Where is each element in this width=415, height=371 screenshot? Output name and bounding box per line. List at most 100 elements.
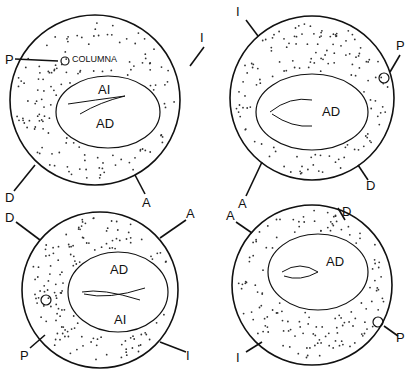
stipple-dot xyxy=(377,61,379,63)
stipple-dot xyxy=(153,48,155,50)
stipple-dot xyxy=(366,61,368,63)
stipple-dot xyxy=(322,58,324,60)
stipple-dot xyxy=(299,326,301,328)
stipple-dot xyxy=(298,226,300,228)
stipple-dot xyxy=(38,113,40,115)
stipple-dot xyxy=(109,247,111,249)
stipple-dot xyxy=(345,54,347,56)
stipple-dot xyxy=(102,162,104,164)
stipple-dot xyxy=(307,323,309,325)
stipple-dot xyxy=(41,98,43,100)
stipple-dot xyxy=(272,76,274,78)
stipple-dot xyxy=(283,38,285,40)
stipple-dot xyxy=(130,337,132,339)
stipple-dot xyxy=(360,47,362,49)
stipple-dot xyxy=(354,39,356,41)
stipple-dot xyxy=(59,274,61,276)
stipple-dot xyxy=(100,336,102,338)
stipple-dot xyxy=(347,30,349,32)
stipple-dot xyxy=(304,23,306,25)
stipple-dot xyxy=(288,42,290,44)
stipple-dot xyxy=(81,219,83,221)
stipple-dot xyxy=(142,148,144,150)
stipple-dot xyxy=(364,321,366,323)
stipple-dot xyxy=(364,333,366,335)
stipple-dot xyxy=(238,91,240,93)
stipple-dot xyxy=(138,345,140,347)
stipple-dot xyxy=(301,33,303,35)
stipple-dot xyxy=(38,297,40,299)
stipple-dot xyxy=(112,25,114,27)
stipple-dot xyxy=(72,245,74,247)
stipple-dot xyxy=(62,282,64,284)
stipple-dot xyxy=(262,269,264,271)
orientation-label: AI xyxy=(114,312,126,327)
stipple-dot xyxy=(38,266,40,268)
stipple-dot xyxy=(308,316,310,318)
stipple-dot xyxy=(67,41,69,43)
stipple-dot xyxy=(64,336,66,338)
stipple-dot xyxy=(256,84,258,86)
stipple-dot xyxy=(378,289,380,291)
stipple-dot xyxy=(128,232,130,234)
stipple-dot xyxy=(249,257,251,259)
orientation-label: A xyxy=(142,195,151,210)
stipple-dot xyxy=(374,280,376,282)
stipple-dot xyxy=(260,305,262,307)
stipple-dot xyxy=(365,308,367,310)
stipple-dot xyxy=(134,43,136,45)
stipple-dot xyxy=(254,141,256,143)
stipple-dot xyxy=(160,135,162,137)
stipple-dot xyxy=(367,80,369,82)
stipple-dot xyxy=(51,72,53,74)
stipple-dot xyxy=(310,61,312,63)
stipple-dot xyxy=(296,36,298,38)
stipple-dot xyxy=(349,234,351,236)
stipple-dot xyxy=(261,292,263,294)
stipple-dot xyxy=(350,311,352,313)
stipple-dot xyxy=(97,157,99,159)
stipple-dot xyxy=(101,246,103,248)
orientation-label: P xyxy=(20,348,29,363)
orientation-label: AD xyxy=(96,116,114,131)
stipple-dot xyxy=(144,150,146,152)
stipple-dot xyxy=(84,160,86,162)
stipple-dot xyxy=(164,103,166,105)
stipple-dot xyxy=(121,344,123,346)
stipple-dot xyxy=(282,345,284,347)
stipple-dot xyxy=(27,100,29,102)
stipple-dot xyxy=(49,117,51,119)
stipple-dot xyxy=(165,261,167,263)
stipple-dot xyxy=(43,90,45,92)
stipple-dot xyxy=(142,62,144,64)
stipple-dot xyxy=(365,135,367,137)
stipple-dot xyxy=(259,79,261,81)
stipple-dot xyxy=(35,298,37,300)
stipple-dot xyxy=(257,68,259,70)
stipple-dot xyxy=(22,119,24,121)
stipple-dot xyxy=(50,265,52,267)
stipple-dot xyxy=(345,40,347,42)
stipple-dot xyxy=(96,22,98,24)
stipple-dot xyxy=(85,169,87,171)
orientation-label: P xyxy=(396,330,405,345)
stipple-dot xyxy=(349,346,351,348)
stipple-dot xyxy=(326,50,328,52)
stipple-dot xyxy=(111,34,113,36)
stipple-dot xyxy=(238,111,240,113)
orientation-label: AI xyxy=(98,82,110,97)
stipple-dot xyxy=(64,51,66,53)
stipple-dot xyxy=(160,252,162,254)
stipple-dot xyxy=(61,271,63,273)
stipple-dot xyxy=(43,106,45,108)
stipple-dot xyxy=(383,301,385,303)
stipple-dot xyxy=(70,246,72,248)
stipple-dot xyxy=(65,58,67,60)
stipple-dot xyxy=(152,258,154,260)
stipple-dot xyxy=(125,348,127,350)
stipple-dot xyxy=(334,318,336,320)
stipple-dot xyxy=(53,70,55,72)
stipple-dot xyxy=(162,142,164,144)
stipple-dot xyxy=(29,120,31,122)
stipple-dot xyxy=(320,58,322,60)
